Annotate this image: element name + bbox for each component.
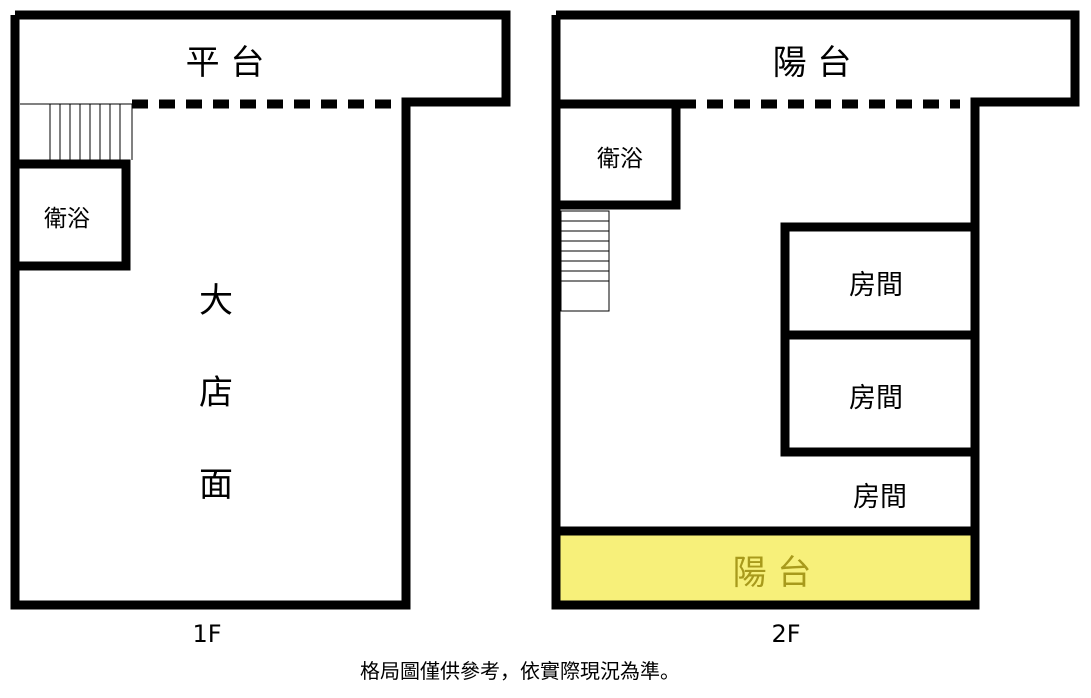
disclaimer-text: 格局圖僅供參考，依實際現況為準。	[360, 659, 680, 683]
floor-1-stairs	[20, 103, 133, 162]
floor-2-bottom-balcony-label: 陽 台	[733, 553, 812, 593]
floor-2-bathroom-label: 衛浴	[597, 146, 643, 172]
floor-1-store-label-char-2: 店	[199, 373, 233, 413]
floor-2-room-3-label: 房間	[853, 482, 907, 513]
floor-2-room-1-label: 房間	[849, 270, 903, 301]
floor-2-stairs	[560, 210, 610, 312]
floor-2-bathroom-wall	[556, 99, 681, 210]
floor-1-outer-wall	[10, 10, 511, 610]
floor-1-store-label-char-1: 大	[199, 281, 233, 321]
floor-2-label: 2F	[771, 620, 800, 648]
floor-1-bathroom-label: 衛浴	[44, 206, 90, 232]
floor-1-label: 1F	[192, 620, 221, 648]
floor-1-terrace-label: 平 台	[186, 43, 265, 83]
floor-2-plan: 陽 台 衛浴 房間 房間 房間 陽 台 2F	[551, 10, 1080, 648]
floor-2-outer-wall	[551, 10, 1080, 610]
floor-2-top-balcony-label: 陽 台	[773, 43, 852, 83]
floor-2-bottom-balcony	[557, 533, 974, 603]
floor-1-plan: 平 台 衛浴 大 店 面 1F	[10, 10, 511, 648]
floor-1-bathroom-wall	[10, 159, 131, 271]
floor-1-store-label-char-3: 面	[199, 465, 233, 505]
floor-2-room-2-label: 房間	[849, 383, 903, 414]
